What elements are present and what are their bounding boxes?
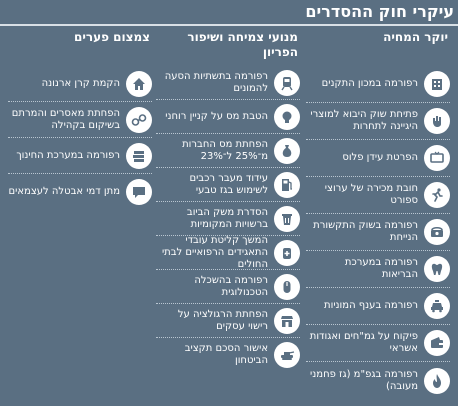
item-label: הפרטת עידן פלוס xyxy=(342,152,418,163)
list-item: אישור הסכם תקציב הביטחון xyxy=(156,338,300,372)
list-item: המשך קליטת עובדי התאגידים הרפואיים לבתי … xyxy=(156,234,300,270)
list-item: מתן דמי אבטלה לעצמאים xyxy=(8,174,152,210)
item-label: הטבת מס על קניין רוחני xyxy=(165,110,268,122)
books-icon xyxy=(126,142,152,169)
list-item: הטבת מס על קניין רוחני xyxy=(156,100,300,134)
list-item: הפחתת מאסרים והמרתם בשיקום בקהילה xyxy=(8,102,152,138)
list-item: רפורמה בענף המוניות xyxy=(306,288,450,325)
page-title: עיקרי חוק ההסדרים xyxy=(305,2,454,21)
list-item: עידוד מעבר רכבים לשימוש בגז טבעי xyxy=(156,168,300,202)
flame-icon xyxy=(424,367,450,394)
tooth-icon xyxy=(424,256,450,282)
list-item: הפחתת מס החברות מ־25% ל־23% xyxy=(156,134,300,168)
column-header: מנועי צמיחה ושיפור הפריון xyxy=(187,30,298,59)
mouse-icon xyxy=(274,273,300,300)
column-header: יוקר המחיה xyxy=(383,30,448,44)
item-label: רפורמה בתשתיות הסעה להמונים xyxy=(164,70,268,94)
item-label: רפורמה במערכת הבריאות xyxy=(344,257,418,280)
list-item: רפורמה בגפ"מ (גז פחמני מעובה) xyxy=(306,362,450,399)
column-reducing-gaps: צמצום פערים הקמת קרן ארנונה הפחתת מאסרים… xyxy=(8,30,152,210)
wallet-icon xyxy=(424,330,450,356)
list-item: הפחתת הרגולציה על רישוי עסקים xyxy=(156,304,300,338)
item-label: חובת מכירה של ערוצי ספורט xyxy=(324,183,418,206)
shop-icon xyxy=(274,307,300,334)
column-header: צמצום פערים xyxy=(73,30,150,44)
gas-pump-icon xyxy=(274,171,300,198)
item-label: פתיחת שוק היבוא למוצרי היגיינה לתחרות xyxy=(310,109,418,132)
handcuffs-icon xyxy=(126,106,152,133)
item-label: רפורמה במכון התקנים xyxy=(321,78,418,89)
item-label: רפורמה בשוק התקשורת הנייחת xyxy=(313,220,418,243)
item-label: עידוד מעבר רכבים לשימוש בגז טבעי xyxy=(189,172,268,196)
item-label: פיקוח על גמ"חים ואגודות אשראי xyxy=(309,331,418,354)
item-label: הפחתת מאסרים והמרתם בשיקום בקהילה xyxy=(11,107,120,131)
hand-icon xyxy=(424,108,450,134)
trash-icon xyxy=(274,205,300,232)
list-item: פיקוח על גמ"חים ואגודות אשראי xyxy=(306,325,450,362)
item-label: רפורמה במערכת החינוך xyxy=(16,149,120,161)
tank-icon xyxy=(274,342,300,368)
list-item: הקמת קרן ארנונה xyxy=(8,66,152,102)
columns: יוקר המחיה רפורמה במכון התקנים פתיחת שוק… xyxy=(0,30,458,406)
list-item: פתיחת שוק היבוא למוצרי היגיינה לתחרות xyxy=(306,103,450,140)
item-label: הפחתת הרגולציה על רישוי עסקים xyxy=(177,308,268,332)
list-item: רפורמה במכון התקנים xyxy=(306,66,450,103)
runner-icon xyxy=(424,182,450,208)
item-label: אישור הסכם תקציב הביטחון xyxy=(184,343,268,366)
list-item: הפרטת עידן פלוס xyxy=(306,140,450,177)
building-icon xyxy=(424,71,450,97)
item-label: רפורמה בהשכלה הטכנולוגית xyxy=(194,274,268,298)
title-divider xyxy=(0,24,458,26)
bulb-icon xyxy=(274,103,300,130)
taxi-icon xyxy=(424,293,450,319)
phone-icon xyxy=(424,219,450,245)
train-icon xyxy=(274,69,300,96)
list-item: חובת מכירה של ערוצי ספורט xyxy=(306,177,450,214)
column-growth-engines: מנועי צמיחה ושיפור הפריון רפורמה בתשתיות… xyxy=(156,30,300,372)
list-item: רפורמה במערכת הבריאות xyxy=(306,251,450,288)
title-bar: עיקרי חוק ההסדרים xyxy=(0,0,458,24)
money-bag-icon xyxy=(274,137,300,164)
house-icon xyxy=(126,70,152,97)
item-label: רפורמה בגפ"מ (גז פחמני מעובה) xyxy=(310,368,418,392)
list-item: רפורמה בשוק התקשורת הנייחת xyxy=(306,214,450,251)
tv-icon xyxy=(424,145,450,171)
item-label: רפורמה בענף המוניות xyxy=(324,300,418,311)
item-label: מתן דמי אבטלה לעצמאים xyxy=(8,186,120,197)
list-item: רפורמה בתשתיות הסעה להמונים xyxy=(156,66,300,100)
list-item: רפורמה בהשכלה הטכנולוגית xyxy=(156,270,300,304)
bandage-icon xyxy=(274,239,300,266)
list-item: רפורמה במערכת החינוך xyxy=(8,138,152,174)
item-label: המשך קליטת עובדי התאגידים הרפואיים לבתי … xyxy=(161,234,268,270)
item-label: הסדרת משק הביוב ברשויות המקומיות xyxy=(186,206,268,230)
column-cost-of-living: יוקר המחיה רפורמה במכון התקנים פתיחת שוק… xyxy=(306,30,450,399)
chat-icon xyxy=(126,179,152,205)
item-label: הפחתת מס החברות מ־25% ל־23% xyxy=(182,138,268,162)
list-item: הסדרת משק הביוב ברשויות המקומיות xyxy=(156,202,300,236)
item-label: הקמת קרן ארנונה xyxy=(41,77,120,89)
